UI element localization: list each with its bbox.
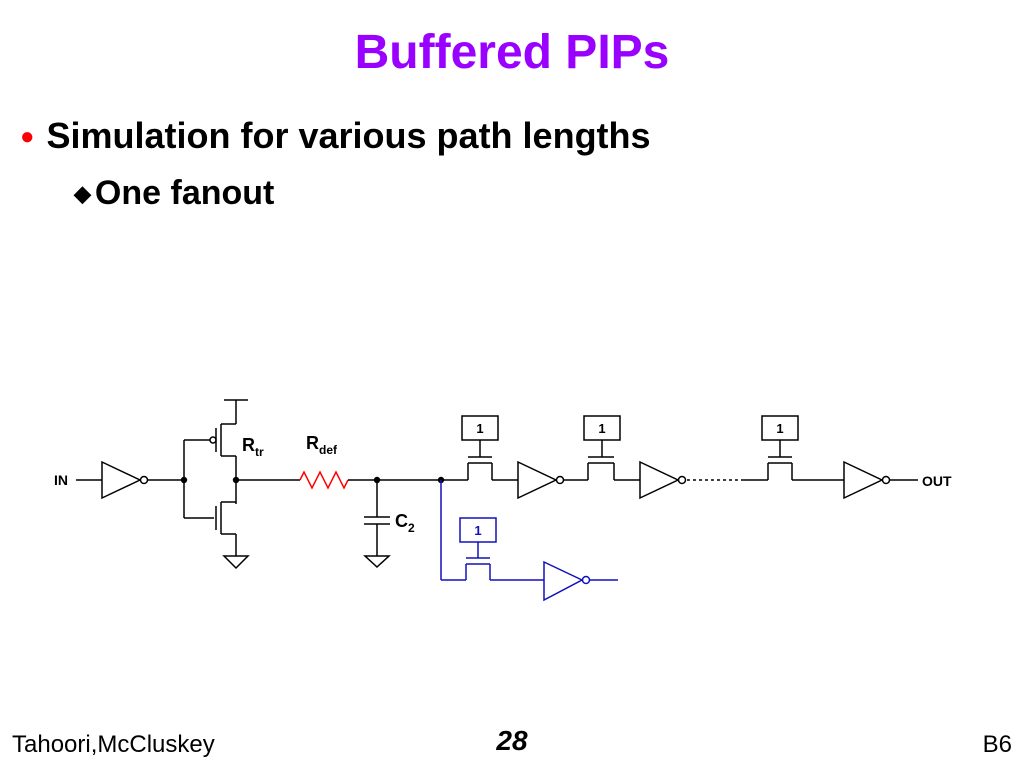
bullet-level-1: ● Simulation for various path lengths bbox=[20, 112, 651, 161]
bullet-text-simulation: Simulation for various path lengths bbox=[46, 115, 651, 156]
pass-transistor-2 bbox=[583, 415, 687, 500]
input-label: IN bbox=[54, 472, 68, 488]
junction-dot bbox=[232, 476, 240, 484]
bullet-text-one-fanout: One fanout bbox=[94, 174, 275, 212]
gate-label-1: 1 bbox=[476, 421, 483, 436]
buffered-pip-circuit-diagram: IN bbox=[54, 399, 952, 602]
pass-transistor-1 bbox=[461, 415, 588, 500]
footer-page-number: 28 bbox=[496, 725, 528, 756]
c2-label: C2 bbox=[395, 511, 415, 535]
gate-label-n: 1 bbox=[776, 421, 783, 436]
slide-title: Buffered PIPs bbox=[354, 26, 670, 79]
junction-dot bbox=[373, 476, 381, 484]
rtr-label: Rtr bbox=[242, 435, 264, 459]
bullet-level-2: ◆One fanout bbox=[74, 170, 274, 217]
main-wire bbox=[348, 479, 468, 569]
input-inverter bbox=[76, 460, 184, 500]
gate-label-2: 1 bbox=[598, 421, 605, 436]
pass-transistor-n bbox=[742, 415, 918, 500]
rdef-label: Rdef bbox=[306, 433, 338, 457]
gate-label-fanout: 1 bbox=[474, 523, 481, 538]
fanout-branch bbox=[440, 480, 618, 602]
rdef-resistor bbox=[299, 470, 349, 490]
bullet-dot-icon: ● bbox=[20, 123, 35, 150]
footer-slide-code: B6 bbox=[982, 731, 1012, 758]
footer-authors: Tahoori,McCluskey bbox=[12, 731, 215, 758]
bullet-diamond-icon: ◆ bbox=[74, 181, 91, 206]
output-label: OUT bbox=[922, 473, 952, 489]
transistor-pair-rtr bbox=[183, 399, 300, 570]
